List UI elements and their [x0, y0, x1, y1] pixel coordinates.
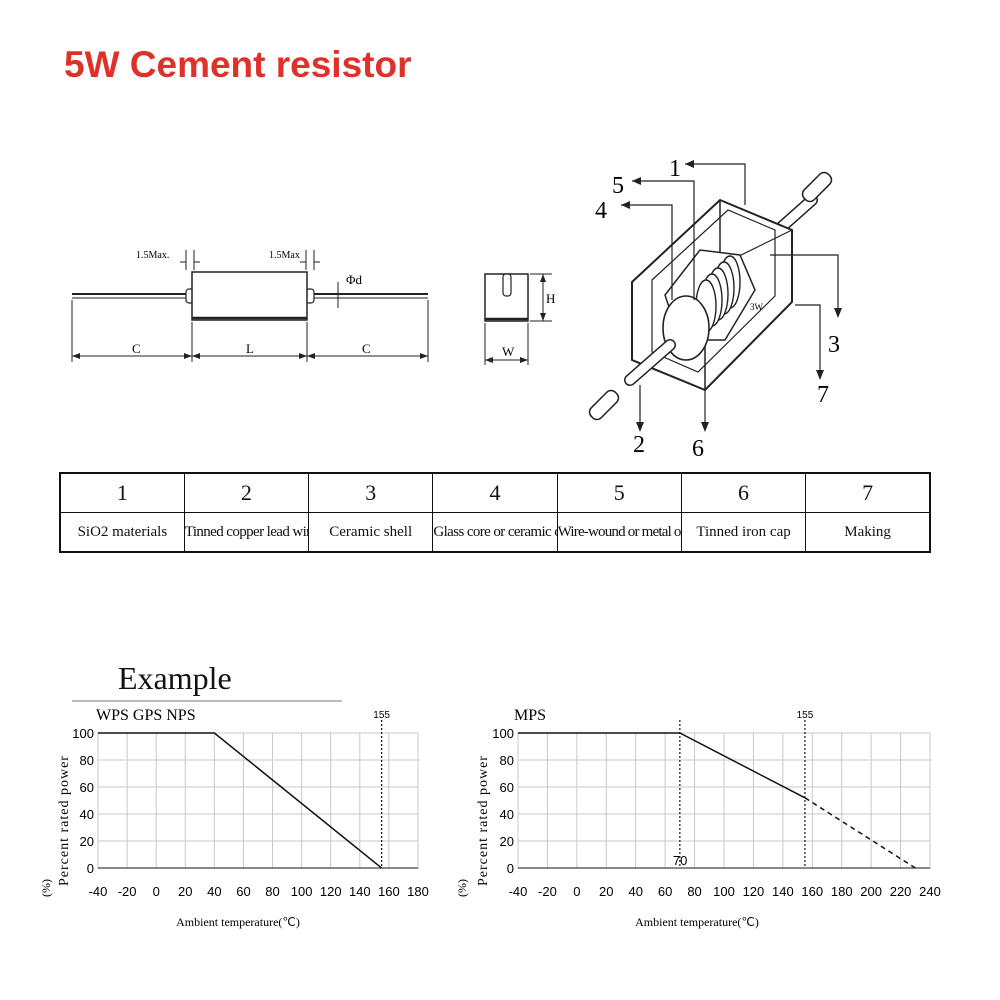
x-tick-label: 100	[713, 884, 735, 899]
example-title: Example	[118, 660, 232, 696]
annotation-label: 155	[797, 710, 814, 721]
x-tick-label: 120	[743, 884, 765, 899]
part-name-6: Tinned iron cap	[680, 512, 807, 553]
x-tick-label: 80	[265, 884, 279, 899]
x-axis-label: Ambient temperature(℃)	[635, 915, 759, 929]
c-right-label: C	[362, 341, 371, 356]
part-name-3: Ceramic shell	[308, 512, 434, 553]
y-tick-label: 100	[72, 726, 94, 741]
callout-5: 5	[612, 173, 624, 199]
x-tick-label: 180	[831, 884, 853, 899]
parts-table: 1 2 3 4 5 6 7 SiO2 materials Tinned copp…	[59, 472, 931, 553]
part-number-4: 4	[432, 472, 558, 513]
callout-3: 3	[828, 332, 840, 358]
x-tick-label: 20	[599, 884, 613, 899]
x-tick-label: 140	[349, 884, 371, 899]
phi-d-label: Φd	[346, 272, 363, 287]
x-tick-label: 0	[153, 884, 160, 899]
part-name-2: Tinned copper lead wire	[183, 512, 310, 553]
left-lead-end	[588, 389, 620, 421]
x-tick-label: 200	[860, 884, 882, 899]
callout-1: 1	[669, 156, 681, 182]
chart-title: WPS GPS NPS	[96, 707, 196, 724]
y-tick-label: 20	[80, 834, 94, 849]
y-axis-label: Percent rated power	[476, 755, 491, 886]
y-tick-label: 0	[507, 861, 514, 876]
part-name-4: Glass core or ceramic core	[432, 512, 558, 553]
part-name-7: Making	[805, 512, 931, 553]
x-tick-label: 220	[890, 884, 912, 899]
part-number-7: 7	[805, 472, 931, 513]
x-tick-label: 20	[178, 884, 192, 899]
callout-2: 2	[633, 432, 645, 458]
x-tick-label: 80	[687, 884, 701, 899]
y-tick-label: 80	[80, 753, 94, 768]
part-number-6: 6	[680, 472, 807, 513]
marking-label: 3W	[750, 302, 764, 312]
part-number-5: 5	[556, 472, 682, 513]
page-title: 5W Cement resistor	[64, 44, 412, 85]
l-label: L	[246, 341, 254, 356]
part-name-1: SiO2 materials	[59, 512, 185, 553]
y-axis-unit: (%)	[455, 879, 469, 897]
x-tick-label: 160	[801, 884, 823, 899]
lead-max-left-label: 1.5Max.	[136, 250, 169, 261]
series-line	[804, 797, 916, 869]
y-tick-label: 60	[500, 780, 514, 795]
y-axis-unit: (%)	[39, 879, 53, 897]
part-number-2: 2	[183, 472, 310, 513]
lead-max-right-label: 1.5Max	[269, 250, 300, 261]
series-line	[518, 732, 806, 799]
x-tick-label: 60	[658, 884, 672, 899]
x-tick-label: 60	[236, 884, 250, 899]
y-tick-label: 40	[80, 807, 94, 822]
annotation-label: 155	[373, 710, 390, 721]
x-tick-label: 40	[207, 884, 221, 899]
x-tick-label: 140	[772, 884, 794, 899]
wire-coil	[695, 255, 741, 333]
callout-6: 6	[692, 436, 704, 462]
right-lead-end	[801, 171, 833, 203]
x-tick-label: 100	[291, 884, 313, 899]
y-axis-label: Percent rated power	[57, 755, 72, 886]
y-tick-label: 0	[87, 861, 94, 876]
callout-7: 7	[817, 382, 829, 408]
end-view-lead	[502, 273, 512, 297]
annotation-label: 70	[673, 853, 687, 868]
w-label: W	[502, 344, 515, 359]
part-name-5: Wire-wound or metal oxide film	[556, 512, 682, 553]
h-label: H	[546, 291, 555, 306]
x-axis-label: Ambient temperature(℃)	[176, 915, 300, 929]
callout-4: 4	[595, 198, 607, 224]
y-tick-label: 100	[492, 726, 514, 741]
x-tick-label: 120	[320, 884, 342, 899]
example-underline	[72, 700, 342, 702]
chart-title: MPS	[514, 707, 546, 724]
y-tick-label: 80	[500, 753, 514, 768]
x-tick-label: 40	[628, 884, 642, 899]
resistor-body	[191, 271, 308, 321]
c-left-label: C	[132, 341, 141, 356]
y-tick-label: 60	[80, 780, 94, 795]
x-tick-label: -40	[509, 884, 528, 899]
x-tick-label: -40	[89, 884, 108, 899]
x-tick-label: -20	[538, 884, 557, 899]
x-tick-label: 0	[573, 884, 580, 899]
y-tick-label: 40	[500, 807, 514, 822]
y-tick-label: 20	[500, 834, 514, 849]
x-tick-label: 240	[919, 884, 941, 899]
x-tick-label: 160	[378, 884, 400, 899]
x-tick-label: 180	[407, 884, 429, 899]
series-line	[98, 732, 383, 869]
part-number-1: 1	[59, 472, 185, 513]
x-tick-label: -20	[118, 884, 137, 899]
